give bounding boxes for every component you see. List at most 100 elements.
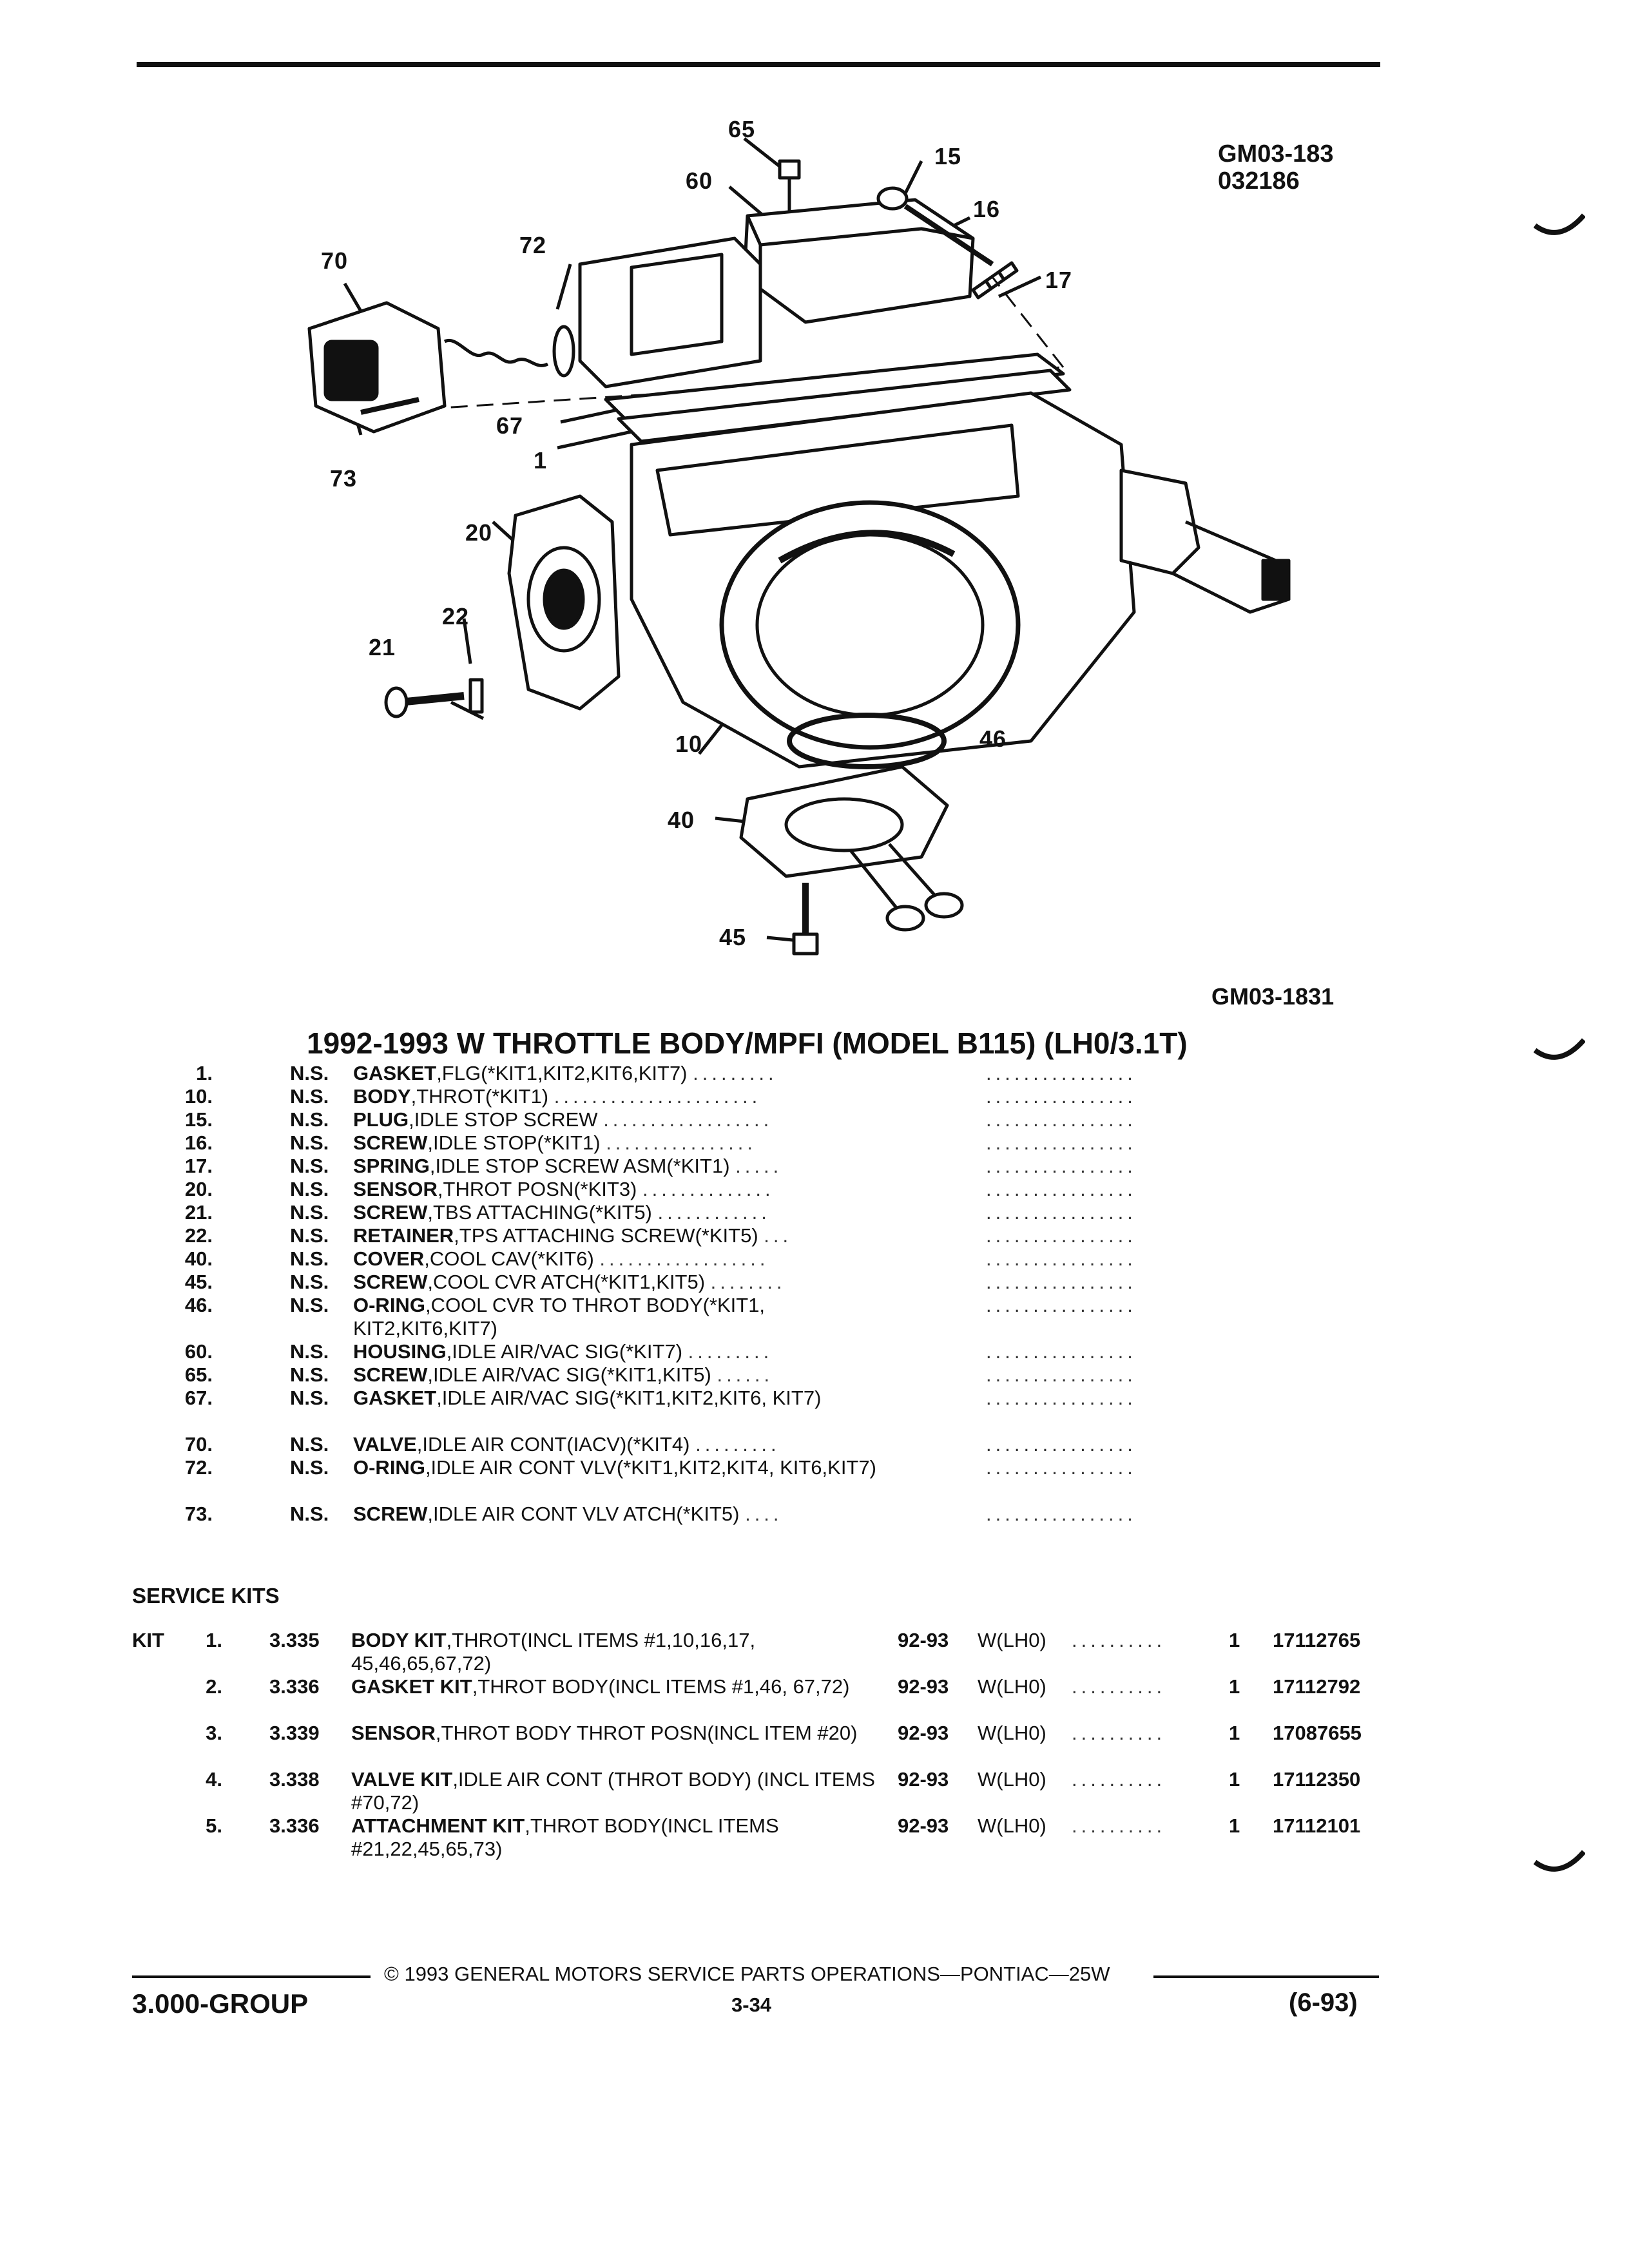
kit-group: 3.336 <box>269 1814 320 1837</box>
kit-group: 3.339 <box>269 1722 320 1744</box>
part-description: GASKET,FLG(*KIT1,KIT2,KIT6,KIT7) .......… <box>353 1062 1023 1085</box>
leader-dots: ...... <box>717 1363 774 1386</box>
kit-quantity: 1 <box>1229 1629 1240 1651</box>
not-serviced-flag: N.S. <box>290 1131 329 1154</box>
kit-quantity: 1 <box>1229 1675 1240 1698</box>
part-name: SCREW <box>353 1503 428 1525</box>
part-name: O-RING <box>353 1456 425 1479</box>
part-ref-number: 46. <box>184 1294 213 1316</box>
kit-years: 92-93 <box>898 1722 949 1744</box>
parts-list: 1. N.S. GASKET,FLG(*KIT1,KIT2,KIT6,KIT7)… <box>148 1062 1244 1526</box>
kit-years: 92-93 <box>898 1768 949 1791</box>
callout-40: 40 <box>668 807 695 833</box>
part-detail: ,IDLE STOP SCREW ASM(*KIT1) <box>429 1155 730 1177</box>
part-ref-number: 40. <box>184 1247 213 1270</box>
part-name: GASKET <box>353 1062 437 1084</box>
kit-description: SENSOR,THROT BODY THROT POSN(INCL ITEM #… <box>351 1722 886 1745</box>
callout-16: 16 <box>973 196 1001 222</box>
callout-22: 22 <box>442 603 470 629</box>
kit-group: 3.336 <box>269 1675 320 1698</box>
part-name: RETAINER <box>353 1224 454 1247</box>
part-detail: ,IDLE AIR/VAC SIG(*KIT1,KIT5) <box>427 1363 711 1386</box>
part-ref-number: 70. <box>184 1433 213 1456</box>
part-ref-number: 45. <box>184 1271 213 1293</box>
list-item: 15. N.S. PLUG,IDLE STOP SCREW ..........… <box>148 1108 1244 1131</box>
kit-years: 92-93 <box>898 1675 949 1698</box>
part-detail: ,COOL CVR TO THROT BODY(*KIT1, KIT2,KIT6… <box>353 1294 766 1340</box>
not-serviced-flag: N.S. <box>290 1085 329 1108</box>
kit-description: VALVE KIT,IDLE AIR CONT (THROT BODY) (IN… <box>351 1768 886 1814</box>
kit-model: W(LH0) <box>978 1675 1046 1698</box>
kit-model: W(LH0) <box>978 1814 1046 1837</box>
part-detail: ,IDLE AIR CONT(IACV)(*KIT4) <box>416 1433 690 1456</box>
kit-detail: ,THROT BODY(INCL ITEMS #1,46, 67,72) <box>472 1675 850 1698</box>
list-item: 10. N.S. BODY,THROT(*KIT1) .............… <box>148 1085 1244 1108</box>
callout-1: 1 <box>534 447 548 474</box>
kit-part-number: 17112765 <box>1273 1629 1361 1651</box>
kit-description: ATTACHMENT KIT,THROT BODY(INCL ITEMS #21… <box>351 1814 886 1861</box>
list-item: 46. N.S. O-RING,COOL CVR TO THROT BODY(*… <box>148 1294 1244 1340</box>
throttle-body-exploded-diagram <box>307 137 1291 956</box>
part-fill-dots: ................ <box>986 1155 1137 1177</box>
table-row: 4. 3.338 VALVE KIT,IDLE AIR CONT (THROT … <box>132 1768 1395 1814</box>
revision-date: (6-93) <box>1289 1988 1358 2017</box>
part-fill-dots: ................ <box>986 1271 1137 1293</box>
part-name: COVER <box>353 1247 425 1270</box>
part-description: SCREW,IDLE AIR/VAC SIG(*KIT1,KIT5) .....… <box>353 1363 1023 1387</box>
callout-21: 21 <box>369 634 396 660</box>
table-row: KIT 1. 3.335 BODY KIT,THROT(INCL ITEMS #… <box>132 1629 1395 1675</box>
part-name: GASKET <box>353 1387 437 1409</box>
not-serviced-flag: N.S. <box>290 1224 329 1247</box>
list-item: 60. N.S. HOUSING,IDLE AIR/VAC SIG(*KIT7)… <box>148 1340 1244 1363</box>
binding-mark-icon <box>1534 213 1585 235</box>
kit-part-number: 17087655 <box>1273 1722 1362 1744</box>
leader-dots: .............. <box>642 1178 775 1200</box>
list-item: 72. N.S. O-RING,IDLE AIR CONT VLV(*KIT1,… <box>148 1456 1244 1503</box>
kit-part-number: 17112792 <box>1273 1675 1361 1698</box>
not-serviced-flag: N.S. <box>290 1271 329 1293</box>
list-item: 65. N.S. SCREW,IDLE AIR/VAC SIG(*KIT1,KI… <box>148 1363 1244 1387</box>
kit-detail: ,IDLE AIR CONT (THROT BODY) (INCL ITEMS … <box>351 1768 875 1814</box>
part-ref-number: 16. <box>184 1131 213 1154</box>
leader-dots: ..... <box>735 1155 783 1177</box>
part-ref-number: 22. <box>184 1224 213 1247</box>
callout-46: 46 <box>979 726 1007 752</box>
part-fill-dots: ................ <box>986 1201 1137 1224</box>
kit-detail: ,THROT(INCL ITEMS #1,10,16,17, 45,46,65,… <box>351 1629 756 1675</box>
part-description: SCREW,IDLE STOP(*KIT1) ................ <box>353 1131 1023 1155</box>
not-serviced-flag: N.S. <box>290 1433 329 1456</box>
not-serviced-flag: N.S. <box>290 1363 329 1386</box>
callout-45: 45 <box>719 924 747 950</box>
not-serviced-flag: N.S. <box>290 1062 329 1084</box>
section-title: 1992-1993 W THROTTLE BODY/MPFI (MODEL B1… <box>307 1026 1188 1060</box>
part-ref-number: 60. <box>184 1340 213 1363</box>
group-label: 3.000-GROUP <box>132 1988 309 2019</box>
list-item: 16. N.S. SCREW,IDLE STOP(*KIT1) ........… <box>148 1131 1244 1155</box>
kit-number: 4. <box>206 1768 222 1791</box>
part-description: VALVE,IDLE AIR CONT(IACV)(*KIT4) .......… <box>353 1433 1023 1456</box>
kit-part-number: 17112101 <box>1273 1814 1361 1837</box>
part-name: SENSOR <box>353 1178 438 1200</box>
part-fill-dots: ................ <box>986 1131 1137 1154</box>
part-ref-number: 73. <box>184 1503 213 1525</box>
part-ref-number: 21. <box>184 1201 213 1224</box>
part-fill-dots: ................ <box>986 1062 1137 1084</box>
part-ref-number: 65. <box>184 1363 213 1386</box>
part-description: O-RING,IDLE AIR CONT VLV(*KIT1,KIT2,KIT4… <box>353 1456 882 1479</box>
part-detail: ,COOL CAV(*KIT6) <box>424 1247 594 1270</box>
part-name: PLUG <box>353 1108 409 1131</box>
callout-65: 65 <box>728 116 756 142</box>
kit-name: VALVE KIT <box>351 1768 453 1791</box>
not-serviced-flag: N.S. <box>290 1178 329 1200</box>
part-fill-dots: ................ <box>986 1294 1137 1316</box>
list-item: 17. N.S. SPRING,IDLE STOP SCREW ASM(*KIT… <box>148 1155 1244 1178</box>
list-item: 20. N.S. SENSOR,THROT POSN(*KIT3) ......… <box>148 1178 1244 1201</box>
footer-rule-right <box>1153 1975 1379 1978</box>
kit-quantity: 1 <box>1229 1768 1240 1791</box>
part-fill-dots: ................ <box>986 1340 1137 1363</box>
leader-dots: .... <box>745 1503 783 1525</box>
not-serviced-flag: N.S. <box>290 1201 329 1224</box>
callout-60: 60 <box>686 168 713 194</box>
part-fill-dots: ................ <box>986 1178 1137 1200</box>
part-detail: ,IDLE AIR/VAC SIG(*KIT1,KIT2,KIT6, KIT7) <box>436 1387 822 1409</box>
